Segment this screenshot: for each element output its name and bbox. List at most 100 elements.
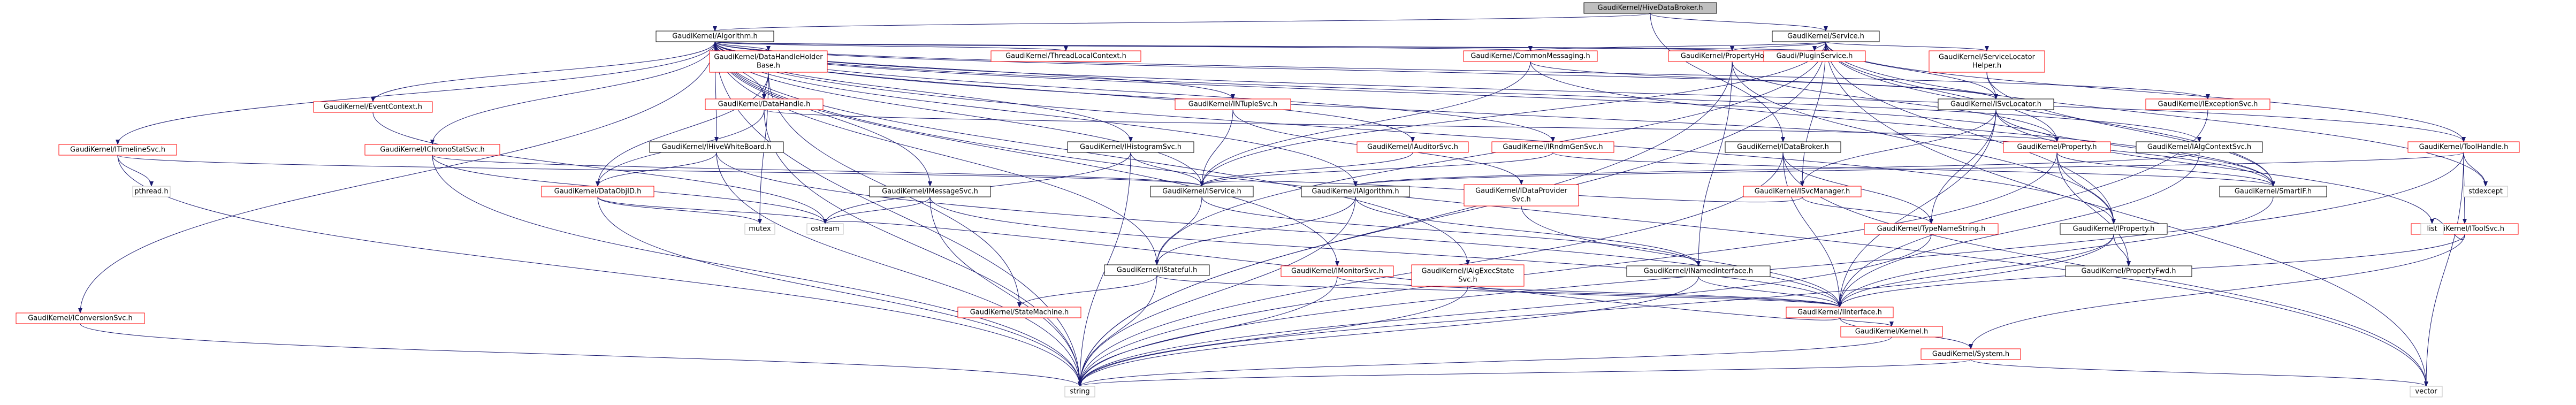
- node-box: [2219, 186, 2327, 197]
- include-edge: [1970, 359, 2428, 387]
- node-commonmessaging[interactable]: GaudiKernel/CommonMessaging.h: [1463, 50, 1598, 62]
- node-label: GaudiKernel/TypeNameString.h: [1877, 225, 1986, 233]
- include-edge: [1078, 276, 1338, 387]
- include-edge: [1838, 109, 2208, 308]
- node-datahandle[interactable]: GaudiKernel/DataHandle.h: [705, 98, 824, 110]
- node-imonitorsvc[interactable]: GaudiKernel/IMonitorSvc.h: [1281, 265, 1394, 277]
- include-edge: [1200, 109, 1233, 187]
- node-label: GaudiKernel/EventContext.h: [324, 103, 422, 111]
- node-threadlocal[interactable]: GaudiKernel/ThreadLocalContext.h: [990, 50, 1141, 62]
- node-ieventcontext[interactable]: GaudiKernel/EventContext.h: [313, 101, 433, 113]
- node-list: list: [2420, 223, 2444, 235]
- include-edge: [1995, 109, 2275, 187]
- node-label: GaudiKernel/ToolHandle.h: [2419, 143, 2509, 151]
- node-isvcmanager[interactable]: GaudiKernel/ISvcManager.h: [1743, 186, 1862, 197]
- node-ialgcontextsvc[interactable]: GaudiKernel/IAlgContextSvc.h: [2136, 141, 2263, 153]
- include-edge: [2056, 152, 2275, 187]
- node-ialgorithm[interactable]: GaudiKernel/IAlgorithm.h: [1301, 186, 1410, 197]
- include-edge: [1200, 152, 1413, 187]
- node-itypename[interactable]: GaudiKernel/TypeNameString.h: [1864, 223, 1999, 235]
- node-box: [957, 307, 1081, 318]
- include-edge: [1078, 275, 1157, 387]
- node-label: GaudiKernel/DataHandle.h: [718, 101, 811, 109]
- node-inamedinterface[interactable]: GaudiKernel/INamedInterface.h: [1626, 265, 1771, 277]
- node-itimelinesvc[interactable]: GaudiKernel/ITimelineSvc.h: [58, 144, 177, 156]
- include-edge: [432, 155, 1204, 187]
- node-ihivewhiteboard[interactable]: GaudiKernel/IHiveWhiteBoard.h: [649, 141, 784, 153]
- include-edge: [597, 196, 827, 224]
- node-label: GaudiKernel/IHiveWhiteBoard.h: [662, 143, 772, 151]
- node-system[interactable]: GaudiKernel/System.h: [1920, 348, 2021, 360]
- include-edge: [117, 155, 154, 187]
- node-iauditorsvc[interactable]: GaudiKernel/IAuditorSvc.h: [1356, 141, 1469, 153]
- include-edge: [1825, 41, 2116, 224]
- node-kernel[interactable]: GaudiKernel/Kernel.h: [1840, 326, 1943, 338]
- node-box: [2410, 386, 2443, 398]
- include-edge: [2463, 152, 2488, 187]
- node-box: [1938, 98, 2054, 110]
- node-label: GaudiKernel/IAlgorithm.h: [1312, 188, 1399, 196]
- node-mutex: mutex: [744, 223, 775, 235]
- node-iservice[interactable]: GaudiKernel/IService.h: [1150, 186, 1254, 197]
- node-irndmgensvc[interactable]: GaudiKernel/IRndmGenSvc.h: [1491, 141, 1614, 153]
- node-ostream: ostream: [806, 223, 844, 235]
- node-box: [1356, 141, 1469, 153]
- include-edge: [929, 196, 1082, 387]
- node-ichronostatsvc[interactable]: GaudiKernel/IChronoStatSvc.h: [364, 144, 500, 156]
- node-toolhandle[interactable]: GaudiKernel/ToolHandle.h: [2407, 141, 2520, 153]
- include-edge: [764, 109, 2059, 142]
- include-edge: [714, 41, 1159, 265]
- node-box: [656, 30, 774, 42]
- node-imessagesvc[interactable]: GaudiKernel/IMessageSvc.h: [869, 186, 991, 197]
- node-label: string: [1070, 388, 1089, 396]
- include-edge: [1155, 41, 1826, 265]
- node-ihistogramsvc[interactable]: GaudiKernel/IHistogramSvc.h: [1067, 141, 1194, 153]
- include-edge: [1530, 61, 2275, 187]
- node-label: GaudiKernel/IMonitorSvc.h: [1291, 268, 1383, 276]
- node-algorithm[interactable]: GaudiKernel/Algorithm.h: [656, 30, 774, 42]
- include-edge: [1155, 196, 1202, 265]
- node-label: GaudiKernel/ServiceLocator: [1939, 54, 2036, 62]
- node-databroker[interactable]: GaudiKernel/IDataBroker.h: [1725, 141, 1841, 153]
- include-edge: [1355, 196, 1701, 266]
- node-label: GaudiKernel/IRndmGenSvc.h: [1503, 143, 1603, 151]
- node-iconversionsvc[interactable]: GaudiKernel/IConversionSvc.h: [16, 312, 145, 324]
- node-smartif[interactable]: GaudiKernel/SmartIF.h: [2219, 186, 2327, 197]
- node-box: [1175, 98, 1291, 110]
- node-iinterface[interactable]: GaudiKernel/IInterface.h: [1786, 307, 1894, 318]
- include-edge: [1200, 41, 1826, 187]
- node-box: [1464, 184, 1579, 207]
- node-label: GaudiKernel/IConversionSvc.h: [28, 315, 133, 323]
- include-edge: [1825, 41, 2488, 187]
- node-label: Base.h: [757, 62, 780, 70]
- node-property[interactable]: GaudiKernel/Property.h: [2003, 141, 2111, 153]
- node-stdexcept: stdexcept: [2463, 186, 2508, 197]
- include-edge: [764, 109, 1082, 387]
- node-inttuplesvc[interactable]: GaudiKernel/INTupleSvc.h: [1175, 98, 1291, 110]
- include-edge: [714, 41, 2466, 142]
- node-label: GaudiKernel/Property.h: [2017, 143, 2097, 151]
- include-edge: [430, 41, 715, 145]
- node-istateful[interactable]: GaudiKernel/IStateful.h: [1104, 264, 1210, 276]
- node-idataobjid[interactable]: GaudiKernel/DataObjID.h: [541, 186, 654, 197]
- include-edge: [1467, 286, 1842, 308]
- node-propertyfwd[interactable]: GaudiKernel/PropertyFwd.h: [2065, 265, 2192, 277]
- node-isvclocator[interactable]: GaudiKernel/ISvcLocator.h: [1938, 98, 2054, 110]
- node-iexceptionsvc[interactable]: GaudiKernel/IExceptionSvc.h: [2145, 98, 2270, 110]
- node-box: [1840, 326, 1943, 338]
- node-pluginservice[interactable]: Gaudi/PluginService.h: [1763, 50, 1866, 62]
- include-edge: [1650, 13, 1785, 142]
- node-label: GaudiKernel/ITimelineSvc.h: [70, 146, 165, 154]
- node-iproperty[interactable]: GaudiKernel/IProperty.h: [2060, 223, 2168, 235]
- node-label: GaudiKernel/IExceptionSvc.h: [2158, 101, 2258, 109]
- include-edge: [1650, 13, 1828, 32]
- include-edge: [1078, 196, 1356, 387]
- node-statemachine[interactable]: GaudiKernel/StateMachine.h: [957, 307, 1081, 318]
- node-box: [705, 98, 824, 110]
- node-service[interactable]: GaudiKernel/Service.h: [1772, 30, 1880, 42]
- node-box: [2145, 98, 2270, 110]
